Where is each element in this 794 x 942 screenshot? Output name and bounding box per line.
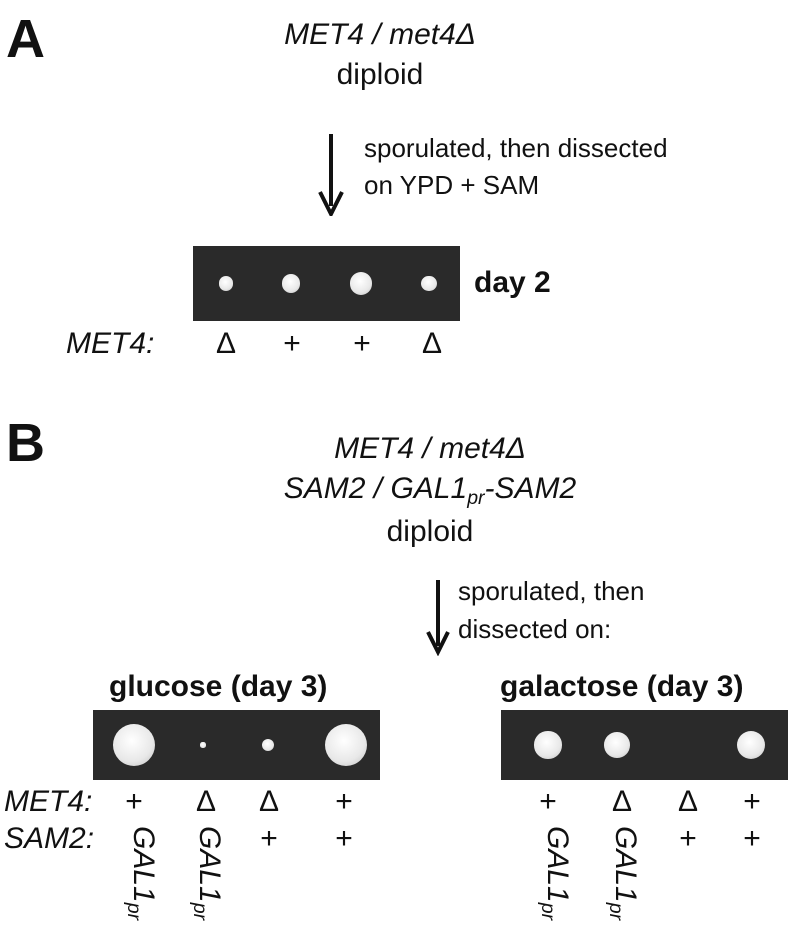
galactose-met4-4: + xyxy=(743,785,761,818)
panel-b-genotype-line2-sub: pr xyxy=(467,486,485,509)
panel-a-genotype-1: Δ xyxy=(215,327,237,360)
panel-b-arrow-note-line1: sporulated, then xyxy=(458,576,645,606)
panel-a-day-label: day 2 xyxy=(474,266,551,299)
galactose-met4-2: Δ xyxy=(611,785,633,818)
glucose-colony-4 xyxy=(325,724,367,766)
panel-b-letter: B xyxy=(6,413,45,473)
glucose-plate xyxy=(93,710,380,780)
panel-a-colony-2 xyxy=(281,274,301,293)
panel-b-genotype-line2-tail: -SAM2 xyxy=(484,472,577,505)
galactose-sam2-1-main: GAL1 xyxy=(541,826,574,903)
galactose-sam2-2-main: GAL1 xyxy=(609,826,642,903)
glucose-met4-1: + xyxy=(125,785,143,818)
galactose-sam2-2-sub: pr xyxy=(605,902,628,921)
glucose-sam2-1-sub: pr xyxy=(123,902,146,921)
glucose-sam2-2-sub: pr xyxy=(189,902,212,921)
panel-a-colony-1 xyxy=(218,276,234,291)
glucose-colony-3 xyxy=(261,738,275,752)
glucose-sam2-1: GAL1pr xyxy=(123,826,160,921)
galactose-sam2-3: + xyxy=(679,822,697,855)
galactose-sam2-1-sub: pr xyxy=(537,902,560,921)
panel-b-arrow-note-line2: dissected on: xyxy=(458,614,612,644)
galactose-title: galactose (day 3) xyxy=(500,670,744,703)
glucose-sam2-3: + xyxy=(260,822,278,855)
panel-b-row-label-met4: MET4: xyxy=(4,785,93,818)
panel-a-genotype-3: + xyxy=(353,327,371,360)
glucose-sam2-1-main: GAL1 xyxy=(127,826,160,903)
galactose-sam2-2: GAL1pr xyxy=(605,826,642,921)
panel-b-genotype-line1: MET4 / met4Δ xyxy=(334,432,526,465)
panel-a-genotype-4: Δ xyxy=(421,327,443,360)
galactose-sam2-1: GAL1pr xyxy=(537,826,574,921)
galactose-met4-3: Δ xyxy=(677,785,699,818)
panel-a-colony-4 xyxy=(421,275,437,292)
glucose-met4-3: Δ xyxy=(258,785,280,818)
glucose-met4-2: Δ xyxy=(195,785,217,818)
panel-b-genotype-line3: diploid xyxy=(386,515,474,548)
panel-b-genotype-line2: SAM2 / GAL1pr-SAM2 xyxy=(200,472,660,509)
galactose-colony-4 xyxy=(736,730,766,760)
panel-a-letter: A xyxy=(6,9,45,69)
panel-b-genotype-line2-main: SAM2 / GAL1 xyxy=(283,472,468,505)
panel-b-row-label-sam2: SAM2: xyxy=(4,822,95,855)
panel-a-down-arrow xyxy=(318,134,344,216)
galactose-sam2-4: + xyxy=(743,822,761,855)
panel-a-genotype-line1: MET4 / met4Δ xyxy=(284,18,476,51)
panel-b-down-arrow xyxy=(426,580,450,656)
panel-a-arrow-note-line2: on YPD + SAM xyxy=(364,170,540,200)
glucose-title: glucose (day 3) xyxy=(109,670,328,703)
galactose-colony-2 xyxy=(604,732,630,758)
glucose-colony-1 xyxy=(113,724,155,766)
glucose-met4-4: + xyxy=(335,785,353,818)
galactose-plate xyxy=(501,710,788,780)
panel-a-genotype-2: + xyxy=(283,327,301,360)
panel-a-colony-3 xyxy=(349,272,373,295)
glucose-sam2-4: + xyxy=(335,822,353,855)
panel-a-plate xyxy=(193,246,460,321)
galactose-colony-1 xyxy=(534,731,562,759)
galactose-met4-1: + xyxy=(539,785,557,818)
glucose-sam2-2-main: GAL1 xyxy=(193,826,226,903)
panel-a-row-label: MET4: xyxy=(66,327,155,360)
glucose-colony-2 xyxy=(200,742,206,748)
panel-a-arrow-note-line1: sporulated, then dissected xyxy=(364,133,668,163)
glucose-sam2-2: GAL1pr xyxy=(189,826,226,921)
panel-a-genotype-line2: diploid xyxy=(336,58,424,91)
